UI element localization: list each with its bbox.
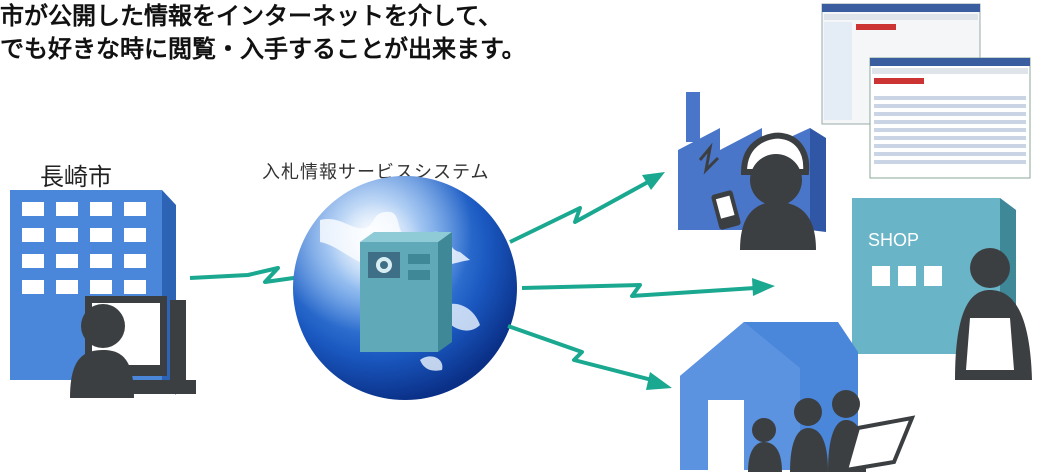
- screenshot-thumbnail-front: [869, 57, 1031, 179]
- shop-sign: SHOP: [868, 230, 919, 250]
- arrow-city-to-system: [189, 266, 323, 284]
- headline: 市が公開した情報をインターネットを介して、 でも好きな時に閲覧・入手することが出…: [0, 0, 526, 66]
- city-label: 長崎市: [40, 163, 112, 191]
- server-icon: [360, 232, 452, 352]
- city-worker-at-computer-icon: [70, 296, 196, 398]
- shop-clerk-icon: [955, 248, 1032, 380]
- arrow-system-to-factory: [509, 172, 665, 244]
- globe-icon: [293, 176, 517, 400]
- arrow-system-to-shop: [521, 278, 775, 298]
- family-with-laptop-icon: [748, 390, 916, 472]
- factory-worker-with-phone-icon: [698, 132, 816, 250]
- arrow-system-to-home: [507, 324, 672, 390]
- system-label: 入札情報サービスシステム: [262, 162, 490, 183]
- headline-line-1: 市が公開した情報をインターネットを介して、: [0, 2, 503, 30]
- headline-line-2: でも好きな時に閲覧・入手することが出来ます。: [0, 35, 526, 63]
